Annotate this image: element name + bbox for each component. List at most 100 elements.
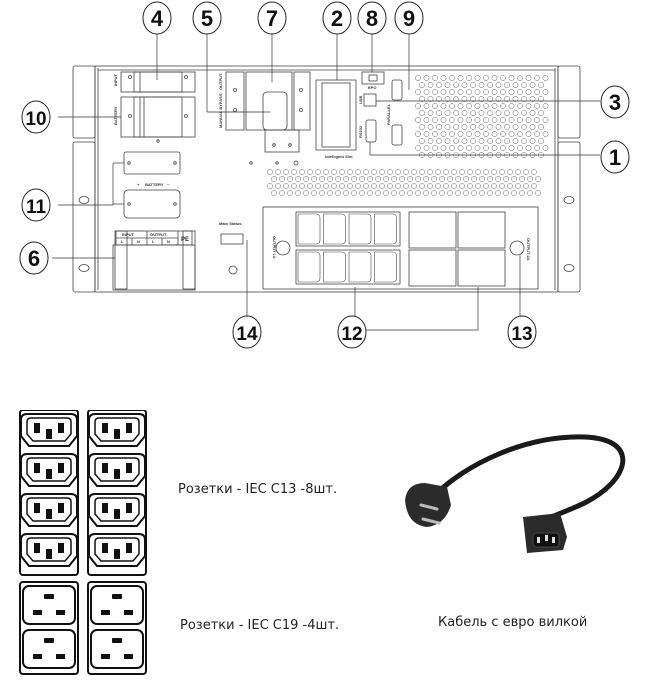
c13-strip	[87, 410, 147, 576]
c13-outlet-icon	[20, 413, 78, 447]
callout-14: 14	[232, 315, 262, 349]
callout-number: 13	[511, 324, 532, 345]
label-intelligent-slot: Intelligent Slot	[325, 154, 353, 159]
c13-outlet-icon	[20, 493, 78, 527]
callout-3: 3	[600, 85, 630, 119]
cable-cord	[432, 434, 626, 523]
leader-lines	[52, 30, 600, 331]
c13-outlet[interactable]	[348, 251, 372, 283]
callout-number: 6	[28, 246, 40, 271]
c13-strip	[19, 410, 79, 576]
euro-plug-cable-illustration	[405, 434, 626, 553]
c13-outlet-icon	[88, 413, 146, 447]
main-status-switch[interactable]	[220, 233, 244, 245]
label-l: L	[152, 239, 155, 244]
label-input: INPUT	[113, 73, 118, 86]
callout-12: 12	[337, 315, 367, 349]
rack-slot-icon	[78, 196, 90, 204]
c19-caption: Розетки - IEC C19 -4шт.	[180, 618, 340, 633]
label-output: OUTPUT	[218, 73, 223, 90]
callout-8: 8	[357, 1, 387, 35]
c19-outlet[interactable]	[408, 211, 457, 249]
callout-11: 11	[21, 188, 51, 222]
callout-number: 9	[403, 6, 415, 31]
ground-terminal-icon	[228, 265, 238, 275]
c13-connector-icon	[523, 513, 567, 553]
rack-ear-left-top	[72, 65, 96, 139]
callout-5: 5	[192, 1, 222, 35]
callout-number: 3	[609, 90, 621, 115]
intelligent-slot[interactable]	[315, 79, 357, 151]
label-usb: USB	[358, 95, 363, 104]
c13-outlet[interactable]	[297, 251, 321, 283]
label-term-input: INPUT	[122, 232, 135, 237]
label-n: N	[137, 239, 140, 244]
c13-outlet[interactable]	[348, 213, 372, 245]
epo-port[interactable]	[361, 71, 385, 85]
label-battery-center: BATTERY	[145, 182, 164, 187]
label-output-2: OUTPUT 2A	[526, 238, 531, 261]
c19-outlet-icon	[22, 629, 76, 669]
input-breaker[interactable]	[120, 71, 196, 93]
callout-number: 11	[26, 197, 47, 218]
c19-strip	[87, 581, 147, 675]
rack-ear-right-top	[557, 65, 581, 139]
c19-strip	[19, 581, 79, 675]
c13-outlet-icon	[20, 453, 78, 487]
vent-grille	[267, 75, 549, 196]
label-pe: PE	[181, 237, 189, 243]
label-main-status: Main Status	[219, 221, 242, 226]
label-parallel: PARALLEL	[386, 103, 391, 125]
c13-outlet[interactable]	[323, 213, 346, 245]
label-rs232: RS232	[358, 125, 363, 138]
parallel-port-2[interactable]	[391, 124, 403, 146]
c19-outlet-icon	[90, 629, 144, 669]
usb-port[interactable]	[363, 93, 377, 107]
rs232-port[interactable]	[365, 119, 377, 143]
callout-1: 1	[600, 140, 630, 174]
euro-plug-icon	[405, 483, 451, 527]
terminal-block[interactable]	[112, 230, 196, 291]
label-term-output: OUTPUT	[150, 232, 167, 237]
c13-outlet-icon	[88, 493, 146, 527]
battery-breaker[interactable]	[120, 96, 196, 143]
callout-9: 9	[394, 1, 424, 35]
c13-outlet-icon	[20, 533, 78, 567]
callout-number: 12	[341, 324, 362, 345]
callout-6: 6	[19, 241, 49, 275]
rack-slot-icon	[563, 196, 575, 204]
c19-outlet[interactable]	[457, 211, 506, 249]
cable-caption: Кабель с евро вилкой	[438, 615, 588, 630]
callout-number: 8	[366, 6, 378, 31]
callout-number: 14	[236, 324, 258, 345]
c13-outlet[interactable]	[323, 251, 346, 283]
label-battery: BATTERY	[113, 106, 118, 125]
c13-outlet[interactable]	[374, 213, 397, 245]
c19-outlet[interactable]	[408, 249, 457, 287]
callout-number: 4	[151, 6, 164, 31]
output-breaker-2[interactable]	[509, 240, 525, 256]
outlet-panel	[262, 206, 539, 290]
label-output-1: OUTPUT 1A	[272, 236, 277, 259]
c13-outlet[interactable]	[374, 251, 397, 283]
c19-outlet-icon	[22, 585, 76, 625]
c19-outlet-icon	[90, 585, 144, 625]
c13-caption: Розетки - IEC C13 -8шт.	[178, 482, 338, 497]
c13-outlet-icon	[88, 533, 146, 567]
callout-number: 7	[266, 6, 278, 31]
outlets-illustration	[19, 410, 147, 675]
label-epo: EPO	[368, 85, 376, 90]
parallel-port-1[interactable]	[391, 79, 403, 101]
label-battery-plus: +	[137, 182, 140, 187]
c13-outlet-group-bottom	[295, 249, 401, 285]
callout-number: 1	[609, 145, 621, 170]
label-battery-minus: −	[167, 182, 170, 187]
callout-2: 2	[322, 1, 352, 35]
output-breaker-1[interactable]	[275, 240, 291, 256]
c13-outlet[interactable]	[297, 213, 321, 245]
callout-7: 7	[257, 1, 287, 35]
c13-outlet-group-top	[295, 211, 401, 247]
c19-outlet[interactable]	[457, 249, 506, 287]
output-manual-bypass-switch[interactable]	[225, 71, 311, 153]
